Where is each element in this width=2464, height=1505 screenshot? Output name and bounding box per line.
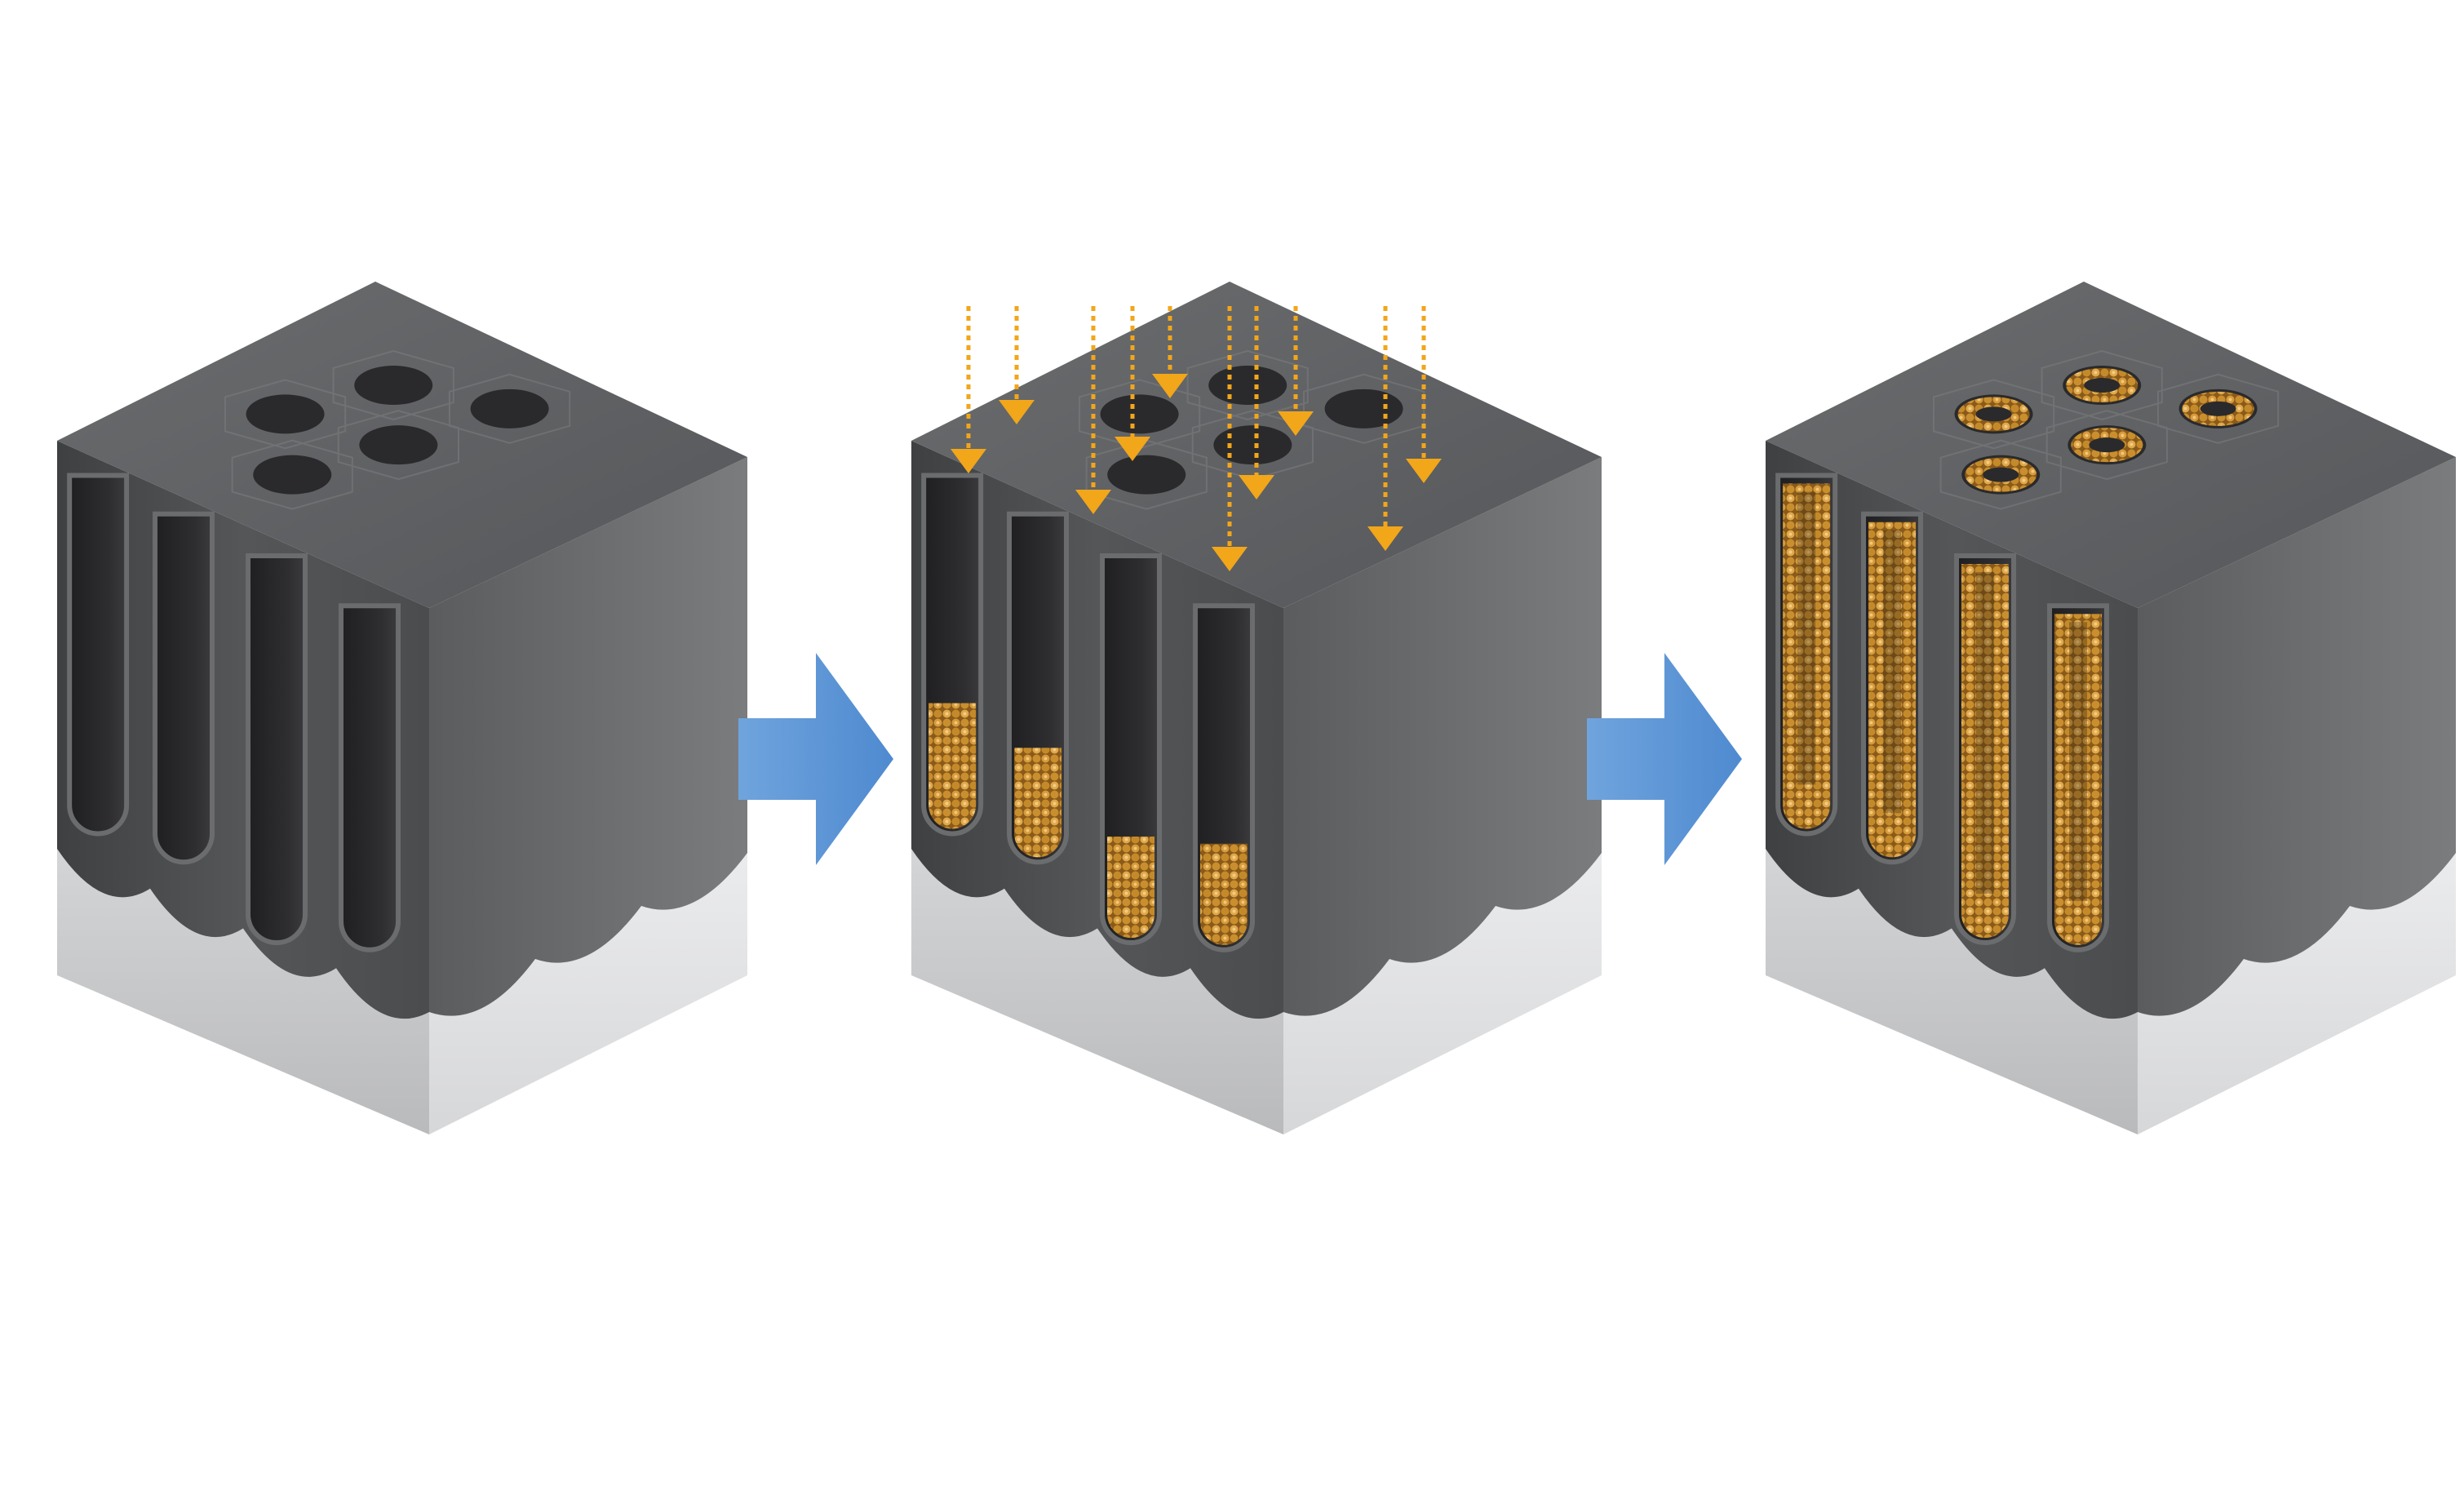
pore-channel — [339, 603, 401, 952]
membrane-right — [1283, 457, 1602, 1016]
down-arrow-icon — [1239, 475, 1274, 499]
cell-boundaries — [1932, 349, 2280, 510]
process-arrow-1 — [738, 653, 893, 865]
down-arrow-icon — [1152, 374, 1188, 398]
hex-cell — [448, 373, 571, 444]
particle-fill — [1107, 837, 1155, 939]
pore-channels — [1775, 473, 2110, 952]
pore-channels — [67, 473, 401, 952]
membrane-right — [429, 457, 747, 1016]
substrate-front — [57, 849, 429, 1134]
top-pore — [253, 455, 332, 495]
particle-core — [2069, 622, 2088, 901]
down-arrow-icon — [1278, 411, 1314, 436]
particle-fill — [1783, 483, 1831, 829]
hex-cell — [332, 349, 454, 421]
down-arrow-icon — [1075, 490, 1111, 514]
substrate-right — [429, 849, 747, 1134]
top-pore-core — [2084, 378, 2121, 393]
particle-core — [1883, 530, 1902, 814]
membrane-block-1 — [57, 282, 747, 1134]
top-pore — [1324, 388, 1403, 428]
top-pore — [1213, 425, 1292, 465]
pore-channel — [246, 553, 308, 945]
down-arrow-icon — [1115, 437, 1150, 461]
particle-fill — [1868, 522, 1917, 858]
top-pores — [246, 366, 549, 495]
substrate-right — [1283, 849, 1602, 1134]
membrane-right — [2138, 457, 2456, 1016]
top-pore — [1100, 394, 1179, 434]
process-arrow-2 — [1587, 653, 1742, 865]
particle-core — [1797, 491, 1816, 785]
top-pore-core — [1983, 467, 2019, 482]
pore-channel — [153, 511, 215, 865]
down-arrow-icon — [1406, 459, 1442, 483]
down-arrow-icon — [1367, 526, 1403, 551]
top-pore — [246, 394, 325, 434]
membrane-front — [57, 441, 429, 1019]
down-arrow-icon — [999, 400, 1035, 424]
top-pore — [359, 425, 438, 465]
pore-channel — [67, 473, 130, 837]
particle-fill — [1200, 843, 1248, 945]
top-pores — [1954, 366, 2258, 495]
hex-cell — [231, 439, 353, 510]
substrate-front — [1766, 849, 2138, 1134]
top-pore — [1107, 455, 1186, 495]
particle-fill — [928, 703, 977, 829]
membrane-front — [1766, 441, 2138, 1019]
top-pore-core — [2089, 437, 2125, 453]
right-arrow-icon — [738, 653, 893, 865]
hex-cell — [2041, 349, 2163, 421]
substrate-front — [911, 849, 1283, 1134]
particle-fill — [1961, 563, 2010, 939]
top-pore — [1208, 366, 1287, 406]
particle-fill — [1014, 748, 1062, 858]
hex-cell — [1939, 439, 2062, 510]
top-pore-core — [1975, 406, 2012, 422]
membrane-block-3 — [1766, 282, 2456, 1134]
cell-boundaries — [224, 349, 571, 510]
particle-core — [1976, 571, 1995, 895]
right-arrow-icon — [1587, 653, 1742, 865]
substrate-right — [2138, 849, 2456, 1134]
particle-fill — [2054, 614, 2103, 945]
down-arrow-icon — [951, 449, 986, 473]
top-pore — [470, 388, 549, 428]
pore-channels — [921, 473, 1256, 952]
top-pore — [354, 366, 433, 406]
hex-cell — [1186, 349, 1309, 421]
top-pore-core — [2200, 401, 2236, 416]
hex-cell — [1932, 379, 2055, 450]
membrane-block-2 — [911, 282, 1602, 1134]
deposition-arrows — [951, 306, 1442, 571]
down-arrow-icon — [1212, 547, 1248, 571]
membrane-front — [911, 441, 1283, 1019]
hex-cell — [2156, 373, 2280, 444]
hex-cell — [1085, 439, 1208, 510]
hex-cell — [224, 379, 347, 450]
hex-cell — [1302, 373, 1425, 444]
